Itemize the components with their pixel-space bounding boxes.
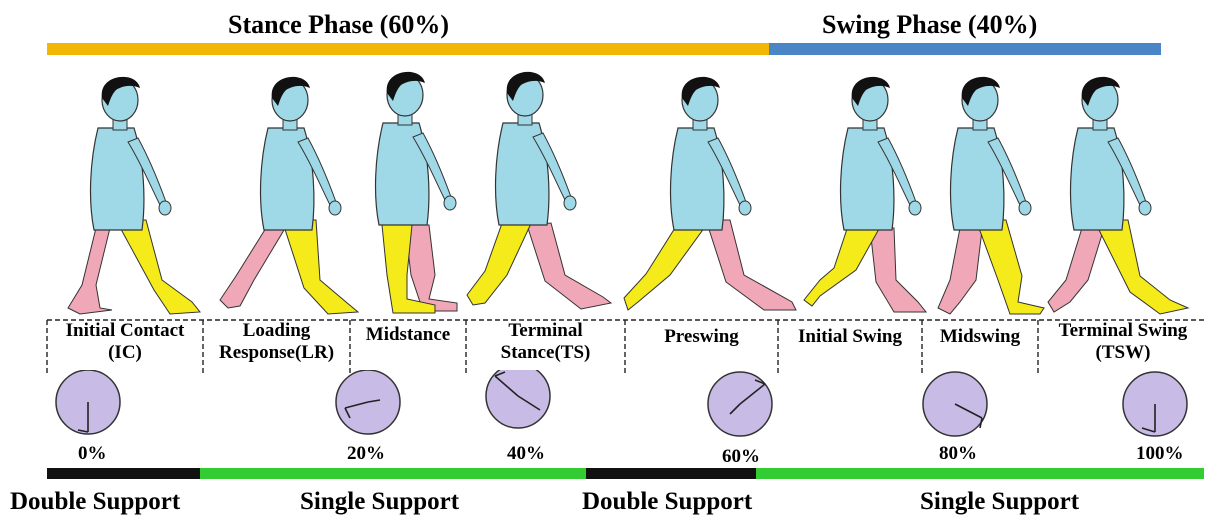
support-label-single-2: Single Support bbox=[920, 488, 1079, 516]
figure-midstance bbox=[376, 72, 457, 313]
support-bar-single-1 bbox=[200, 468, 586, 479]
figure-midswing bbox=[938, 77, 1044, 314]
stance-phase-title: Stance Phase (60%) bbox=[228, 10, 449, 40]
marker-80: 80% bbox=[939, 443, 977, 465]
gait-cycle-dials bbox=[0, 370, 1209, 440]
marker-0: 0% bbox=[78, 443, 107, 465]
figure-preswing bbox=[624, 77, 796, 310]
marker-60: 60% bbox=[722, 446, 760, 468]
marker-40: 40% bbox=[507, 443, 545, 465]
figure-initial-contact bbox=[68, 77, 200, 314]
stage-label-midswing: Midswing bbox=[922, 326, 1038, 348]
walking-figures bbox=[0, 60, 1209, 320]
figure-terminal-stance bbox=[467, 72, 611, 309]
support-label-double-2: Double Support bbox=[582, 488, 752, 516]
stage-label-initial-contact: Initial Contact(IC) bbox=[47, 320, 203, 364]
support-label-single-1: Single Support bbox=[300, 488, 459, 516]
figure-terminal-swing bbox=[1048, 77, 1188, 314]
marker-20: 20% bbox=[347, 443, 385, 465]
swing-phase-title: Swing Phase (40%) bbox=[822, 10, 1037, 40]
stage-label-terminal-swing: Terminal Swing(TSW) bbox=[1038, 320, 1208, 364]
support-label-double-1: Double Support bbox=[10, 488, 180, 516]
figure-initial-swing bbox=[804, 77, 926, 312]
marker-100: 100% bbox=[1136, 443, 1184, 465]
support-bar-double-1 bbox=[47, 468, 200, 479]
figure-loading-response bbox=[220, 77, 358, 314]
swing-phase-bar bbox=[769, 43, 1161, 55]
stage-label-initial-swing: Initial Swing bbox=[778, 326, 922, 348]
support-bar-double-2 bbox=[586, 468, 756, 479]
stage-label-midstance: Midstance bbox=[350, 324, 466, 346]
support-bar-single-2 bbox=[756, 468, 1204, 479]
stance-phase-bar bbox=[47, 43, 769, 55]
dial-terminal-stance bbox=[486, 370, 550, 428]
stage-label-preswing: Preswing bbox=[625, 326, 778, 348]
